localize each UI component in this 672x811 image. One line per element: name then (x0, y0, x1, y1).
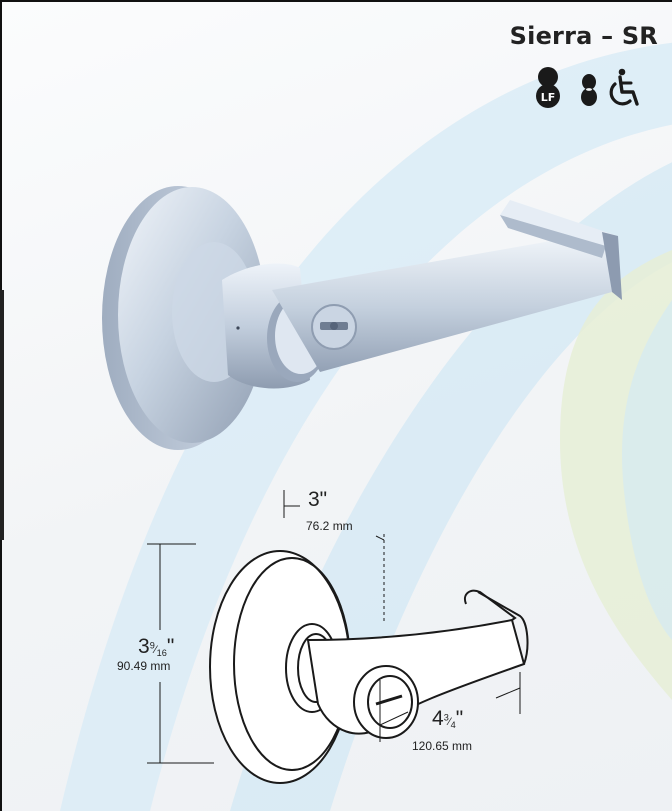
product-title: Sierra – SR (509, 22, 658, 50)
accessibility-icon (609, 68, 639, 106)
projection-inches-label: 43⁄4" (432, 708, 463, 730)
lf-badge-text: LF (541, 91, 556, 104)
projection-denominator: 4 (450, 720, 456, 731)
width-inches-label: 3" (308, 488, 328, 511)
height-numerator: 9 (149, 640, 155, 651)
height-mm-label: 90.49 mm (117, 659, 171, 673)
frame-top-border (0, 0, 672, 2)
side-marker-bar (0, 290, 4, 540)
projection-whole: 4 (432, 707, 444, 730)
projection-numerator: 3 (443, 712, 449, 723)
projection-mm-label: 120.65 mm (412, 739, 473, 753)
figure-eight-icon (581, 74, 597, 106)
height-fraction: 9⁄16 (149, 640, 167, 659)
lf-lead-free-icon: LF (536, 67, 560, 108)
height-inch-mark: " (166, 635, 175, 658)
projection-inch-mark: " (455, 707, 464, 730)
projection-fraction: 3⁄4 (443, 712, 456, 731)
height-whole: 3 (138, 635, 150, 658)
height-inches-label: 39⁄16" (138, 636, 174, 658)
height-denominator: 16 (156, 648, 167, 659)
feature-icon-row: LF (534, 66, 654, 112)
width-mm-label: 76.2 mm (306, 519, 353, 533)
